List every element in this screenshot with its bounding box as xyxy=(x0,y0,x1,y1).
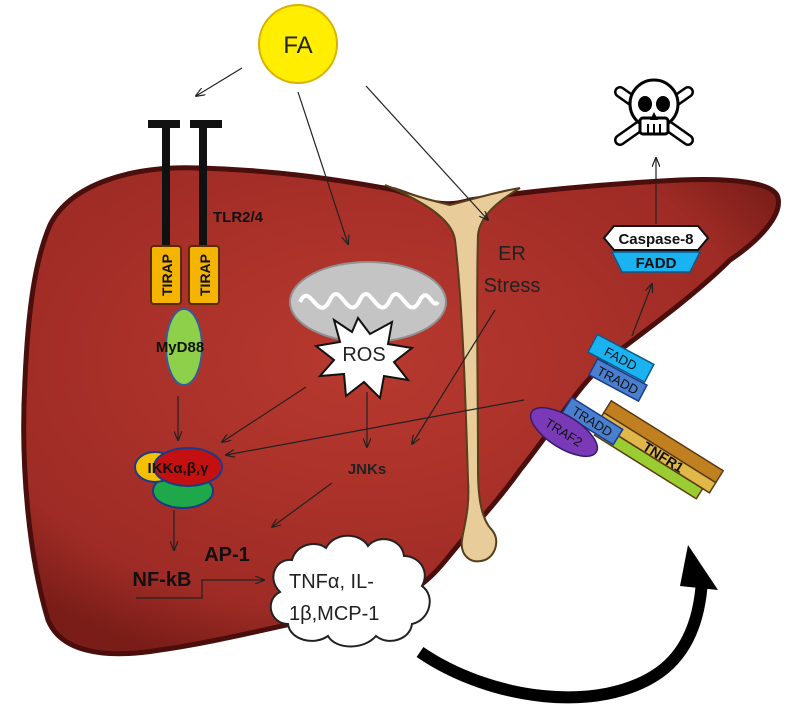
er-label-1: ER xyxy=(498,243,526,265)
cytokine-label-1: TNFα, IL- xyxy=(289,571,374,593)
gene-promoter-arrow xyxy=(136,580,264,599)
jnks-label: JNKs xyxy=(348,461,386,478)
tirap-left: TIRAP xyxy=(150,245,182,305)
caspase8-box: Caspase-8 xyxy=(602,225,710,251)
er-label-2: Stress xyxy=(484,275,541,297)
arrow-traf2-to-ikk xyxy=(226,399,525,455)
ros-burst xyxy=(313,316,415,401)
skull-crossbones-icon xyxy=(614,78,694,146)
arrow-fa-to-er xyxy=(365,85,488,220)
svg-text:TIRAP: TIRAP xyxy=(159,254,175,296)
cytokine-cloud xyxy=(269,534,431,648)
ros-label: ROS xyxy=(342,344,385,366)
arrow-fa-to-mitochondria xyxy=(297,91,348,244)
svg-text:Caspase-8: Caspase-8 xyxy=(618,231,693,248)
arrow-ros-to-ikk xyxy=(222,386,307,442)
arrow-er-to-jnks xyxy=(412,309,496,444)
mitochondrion-icon xyxy=(289,261,447,343)
svg-text:TIRAP: TIRAP xyxy=(197,254,213,296)
arrow-fa-to-receptor xyxy=(196,67,243,96)
ap1-label: AP-1 xyxy=(204,544,250,566)
ikk-label: IKKα,β,γ xyxy=(148,460,210,477)
tnfr1-receptor: TNFR1 xyxy=(593,399,725,500)
arrow-jnks-to-ap1 xyxy=(272,482,333,527)
tlr-receptor xyxy=(148,120,222,260)
fadd-top: FADD xyxy=(610,251,702,273)
arrow-fadd-to-caspase xyxy=(631,284,652,337)
tirap-right: TIRAP xyxy=(188,245,220,305)
myd88-label: MyD88 xyxy=(156,339,204,356)
nfkb-label: NF-kB xyxy=(133,569,192,591)
curved-arrow-icon xyxy=(416,545,718,704)
cytokine-label-2: 1β,MCP-1 xyxy=(289,603,379,625)
myd88-ellipse xyxy=(165,308,203,386)
fa-node: FA xyxy=(258,4,338,84)
ligament-shape xyxy=(384,184,521,563)
tlr-label: TLR2/4 xyxy=(213,209,264,226)
svg-text:FADD: FADD xyxy=(636,255,677,272)
ikk-complex: IKKα,β,γ xyxy=(134,447,223,509)
fa-label: FA xyxy=(283,32,312,59)
